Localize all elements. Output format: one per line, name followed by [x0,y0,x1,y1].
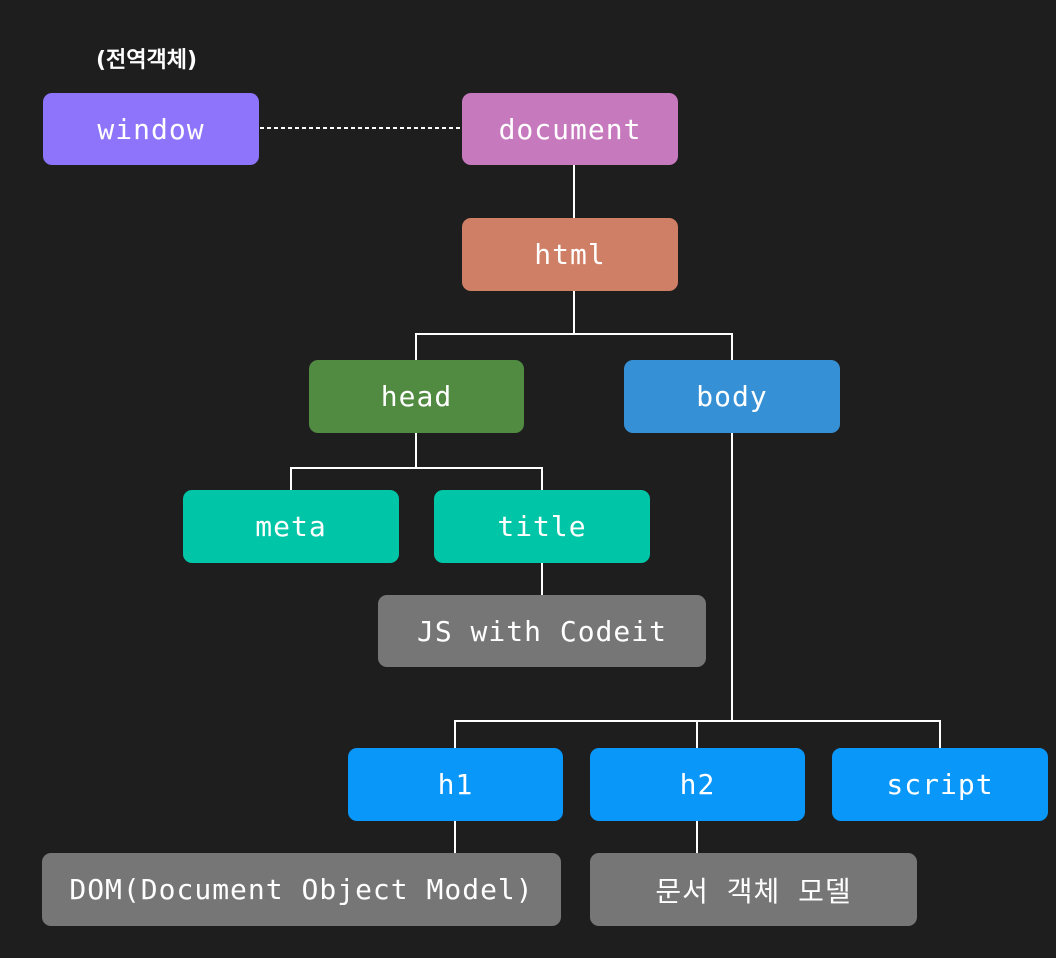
node-head: head [309,360,524,433]
node-html: html [462,218,678,291]
node-window: window [43,93,259,165]
edge-html-head-body-bar [415,333,733,360]
node-h2: h2 [590,748,805,821]
node-title-text: JS with Codeit [378,595,706,667]
node-script: script [832,748,1048,821]
node-body: body [624,360,840,433]
global-object-note: (전역객체) [96,48,198,73]
node-meta: meta [183,490,399,563]
edge-head-meta-title-bar [290,467,543,490]
node-h1: h1 [348,748,563,821]
node-h2-text: 문서 객체 모델 [590,853,917,926]
node-title: title [434,490,650,563]
node-document: document [462,93,678,165]
node-h1-text: DOM(Document Object Model) [42,853,561,926]
